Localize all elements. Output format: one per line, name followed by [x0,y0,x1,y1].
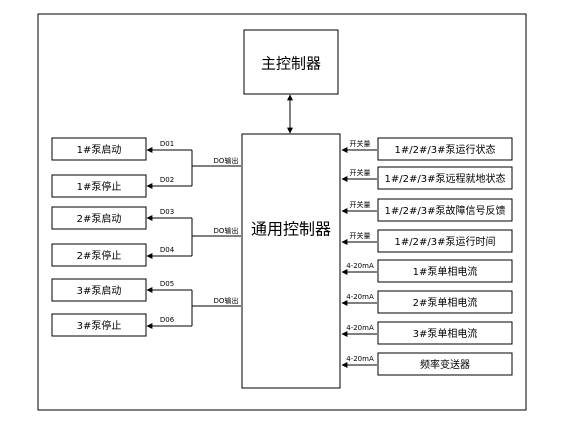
input-label: 3#泵单相电流 [413,327,478,340]
output-box [51,243,147,267]
input-signal: 4-20mA [346,262,374,270]
input-box [377,352,513,376]
output-label: 2#泵停止 [77,249,122,262]
input-signal: 开关量 [350,200,371,209]
output-box [51,137,147,161]
general-controller-label: 通用控制器 [251,220,331,239]
main-controller-label: 主控制器 [261,55,321,73]
output-item: 1#泵停止 D02 [51,174,192,198]
output-box [51,278,147,302]
output-label: 1#泵启动 [77,143,122,156]
output-item: 1#泵启动 D01 [51,137,192,161]
input-box [377,229,513,253]
output-item: 2#泵停止 D04 [51,243,192,267]
output-box [51,206,147,230]
output-signal: D01 [160,140,174,148]
input-item: 1#/2#/3#泵故障信号反馈 开关量 [341,198,513,222]
input-item: 1#泵单相电流 4-20mA [341,259,513,283]
output-signal: D02 [160,176,174,184]
input-item: 1#/2#/3#泵远程就地状态 开关量 [341,166,513,190]
input-label: 1#/2#/3#泵运行状态 [395,143,496,156]
output-signal: D04 [160,246,175,254]
output-label: 3#泵停止 [77,319,122,332]
input-signal: 4-20mA [346,293,374,301]
input-label: 1#/2#/3#泵远程就地状态 [385,172,506,185]
do-output-label-2: DO输出 [214,226,239,235]
input-box [377,321,513,345]
output-item: 2#泵启动 D03 [51,206,192,230]
input-label: 1#/2#/3#泵运行时间 [395,235,496,248]
do-output-label-3: DO输出 [214,296,239,305]
input-item: 1#/2#/3#泵运行时间 开关量 [341,229,513,253]
output-label: 2#泵启动 [77,212,122,225]
main-controller-box [243,29,339,95]
output-signal: D03 [160,208,174,216]
input-item: 2#泵单相电流 4-20mA [341,290,513,314]
input-box [377,259,513,283]
output-label: 1#泵停止 [77,180,122,193]
input-signal: 4-20mA [346,355,374,363]
input-box [377,290,513,314]
output-signal: D06 [160,316,175,324]
general-controller-box [241,133,341,389]
input-item: 1#/2#/3#泵运行状态 开关量 [341,137,513,161]
input-signal: 4-20mA [346,324,374,332]
input-signal: 开关量 [350,231,371,240]
output-box [51,313,147,337]
input-label: 2#泵单相电流 [413,296,478,309]
input-item: 频率变送器 4-20mA [341,352,513,376]
output-item: 3#泵停止 D06 [51,313,192,337]
input-label: 1#/2#/3#泵故障信号反馈 [385,204,506,217]
do-output-label-1: DO输出 [214,156,239,165]
input-label: 1#泵单相电流 [413,265,478,278]
input-box [377,166,513,190]
input-signal: 开关量 [350,168,371,177]
output-box [51,174,147,198]
input-label: 频率变送器 [420,358,470,371]
output-item: 3#泵启动 D05 [51,278,192,302]
input-box [377,198,513,222]
input-item: 3#泵单相电流 4-20mA [341,321,513,345]
output-signal: D05 [160,280,174,288]
input-signal: 开关量 [350,139,371,148]
output-label: 3#泵启动 [77,284,122,297]
input-box [377,137,513,161]
